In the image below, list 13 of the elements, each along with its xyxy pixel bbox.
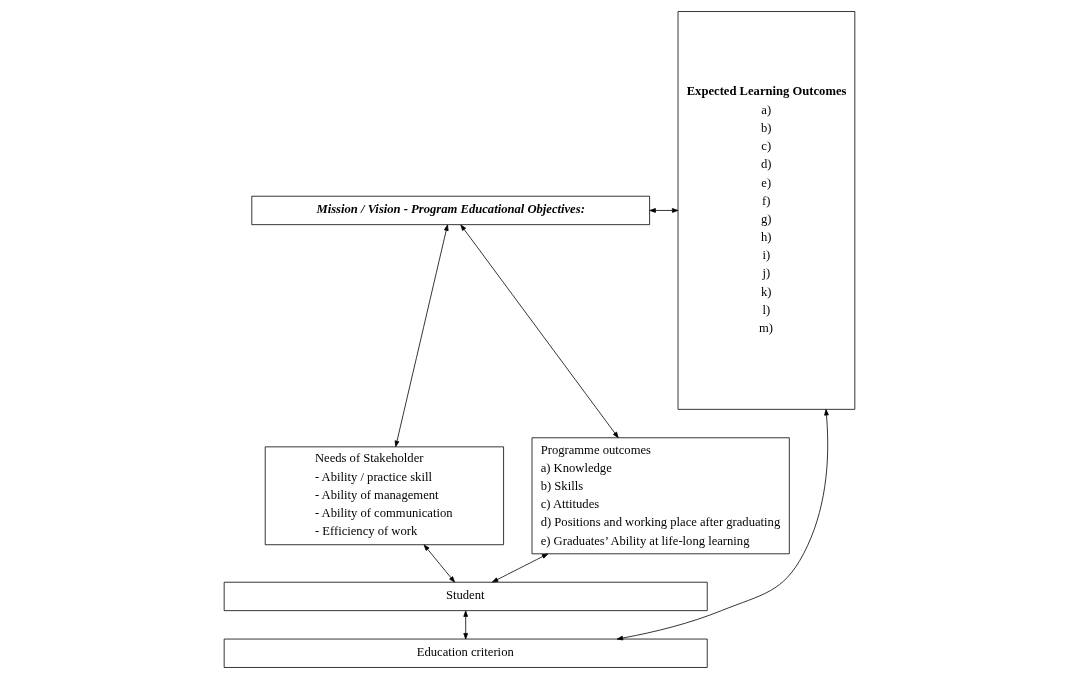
arrow bbox=[460, 224, 619, 439]
arrow bbox=[649, 208, 679, 213]
node-box: Education criterion bbox=[223, 638, 708, 668]
node-box: Mission / Vision - Program Educational Objectives: bbox=[251, 195, 650, 226]
node-box: Expected Learning Outcomes a) b) c) d) e) f) g) h) i) j) k) l) m) bbox=[677, 11, 856, 410]
arrow bbox=[394, 224, 449, 447]
node-box: Programme outcomes a) Knowledge b) Skills c) Attitudes d) Positions and working place after graduating e) Graduates’ Ability at life-long learning bbox=[531, 437, 790, 555]
arrow bbox=[463, 610, 469, 640]
node-box: Needs of Stakeholder - Ability / practice skill - Ability of management - Ability of communication - Efficiency of work bbox=[264, 446, 504, 546]
arrow bbox=[423, 544, 455, 583]
arrow bbox=[616, 409, 829, 641]
arrow bbox=[492, 553, 549, 583]
node-box: Student bbox=[223, 581, 708, 612]
